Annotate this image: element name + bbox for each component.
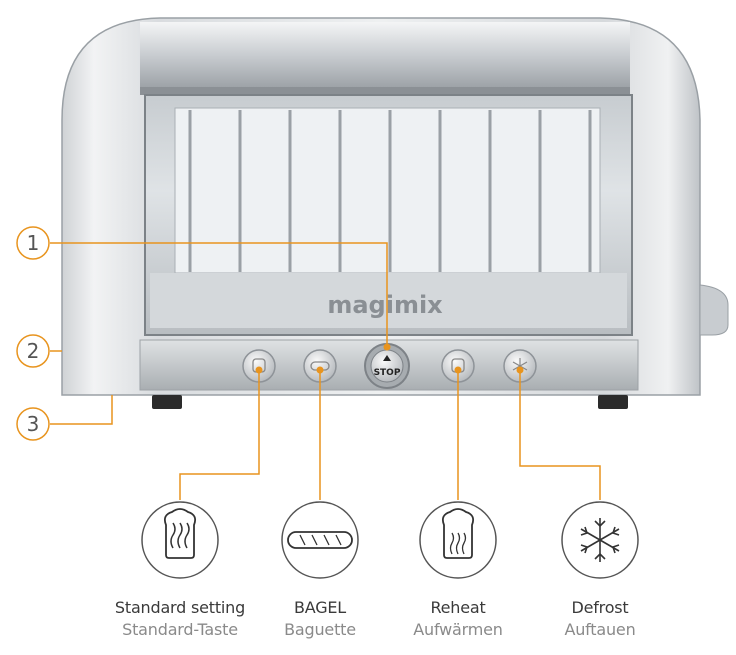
standard-setting-label-group: Standard setting Standard-Taste — [100, 597, 260, 641]
standard-setting-label: Standard setting — [114, 598, 246, 617]
callout-1-number: 1 — [27, 231, 40, 255]
toaster: magimix STOP — [61, 17, 729, 409]
callout-3: 3 — [16, 407, 50, 441]
defrost-label: Defrost — [571, 598, 629, 617]
standard-setting-label-de: Standard-Taste — [122, 620, 238, 639]
brand-logo: magimix — [327, 291, 443, 319]
stop-arrow-icon — [383, 355, 391, 361]
standard-toast-icon — [141, 501, 219, 579]
window-bottom-rail — [150, 273, 627, 328]
defrost-snowflake-icon — [561, 501, 639, 579]
bagel-label: BAGEL — [293, 598, 347, 617]
left-foot — [152, 395, 182, 409]
callout-line-1 — [50, 242, 388, 347]
bagel-baguette-icon — [281, 501, 359, 579]
callout-2-number: 2 — [27, 339, 40, 363]
callout-lines — [50, 242, 601, 500]
reheat-label-de: Aufwärmen — [413, 620, 503, 639]
callout-line-3 — [50, 395, 113, 425]
callout-2: 2 — [16, 334, 50, 368]
toaster-top-band — [140, 22, 630, 87]
toaster-top-shadow — [140, 87, 630, 95]
side-lever[interactable] — [699, 284, 729, 336]
reheat-label: Reheat — [430, 598, 486, 617]
reheat-icon — [419, 501, 497, 579]
callout-dots — [255, 343, 524, 374]
callout-3-number: 3 — [27, 412, 40, 436]
stop-button[interactable]: STOP — [364, 343, 410, 389]
bagel-label-de: Baguette — [284, 620, 356, 639]
reheat-button[interactable] — [441, 349, 475, 383]
defrost-label-de: Auftauen — [564, 620, 636, 639]
bagel-label-group: BAGEL Baguette — [240, 597, 400, 641]
heating-elements — [188, 110, 592, 272]
reheat-label-group: Reheat Aufwärmen — [378, 597, 538, 641]
defrost-label-group: Defrost Auftauen — [520, 597, 680, 641]
callout-1: 1 — [16, 226, 50, 260]
right-foot — [598, 395, 628, 409]
stop-button-label: STOP — [374, 368, 401, 378]
callout-line-standard — [179, 370, 260, 500]
callout-line-defrost — [519, 370, 601, 500]
